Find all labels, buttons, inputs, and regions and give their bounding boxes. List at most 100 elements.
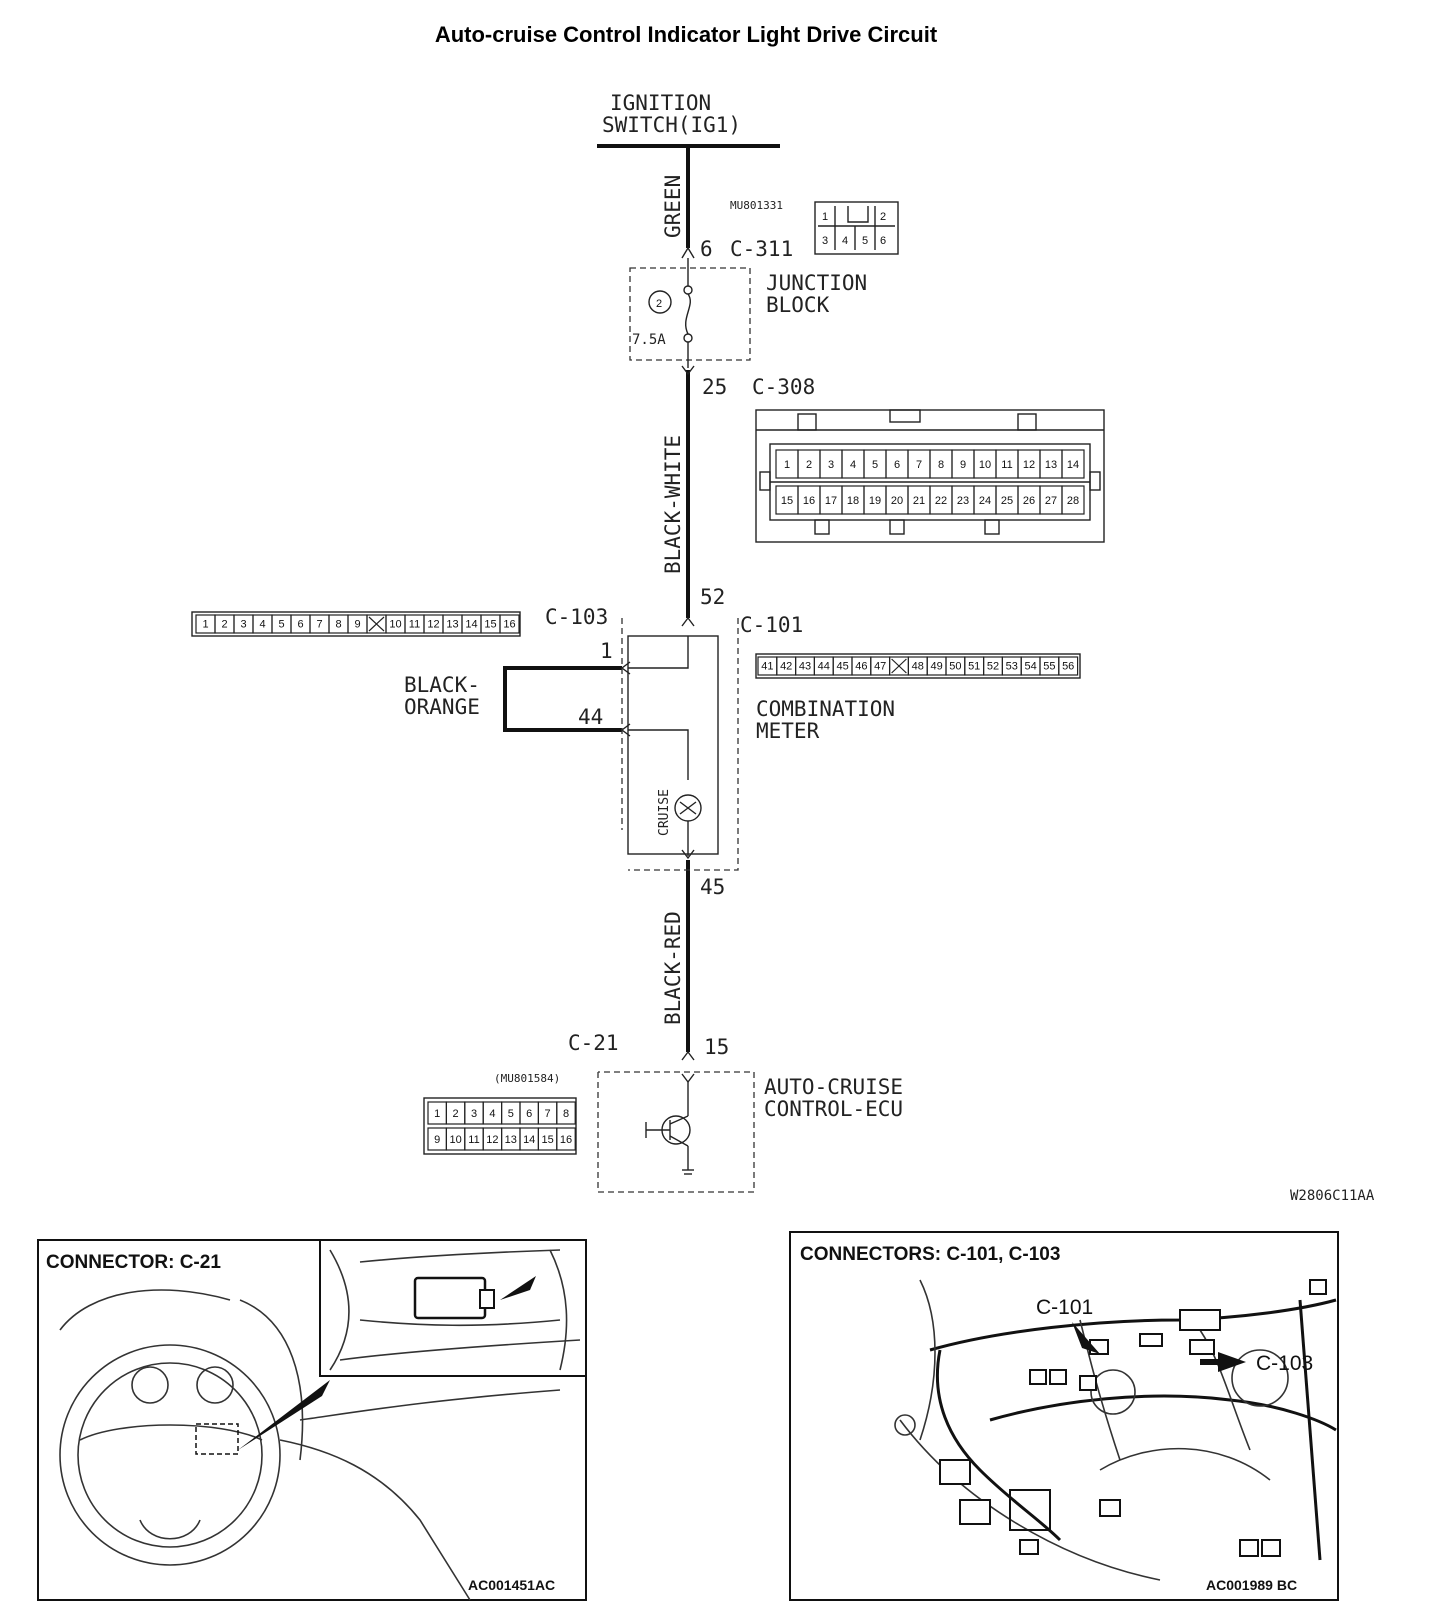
cruise-lamp-label: CRUISE xyxy=(657,789,672,836)
c21-pin-label: 5 xyxy=(508,1108,514,1120)
c308-pin-label: 25 xyxy=(1001,495,1013,507)
c21-pin-label: 1 xyxy=(434,1108,440,1120)
c308-pin-label: 1 xyxy=(784,459,790,471)
c101-pin-label: 41 xyxy=(761,661,773,673)
meter-label-2: METER xyxy=(756,719,820,743)
c101-pin-label: 47 xyxy=(874,661,886,673)
junction-block-label-1: JUNCTION xyxy=(766,271,867,295)
c21-pin-label: 11 xyxy=(468,1134,479,1146)
c103-pin-label: 13 xyxy=(446,619,458,631)
c21-pin-label: 2 xyxy=(453,1108,459,1120)
wire-label-black-red: BLACK-RED xyxy=(661,911,685,1025)
meter-label-1: COMBINATION xyxy=(756,697,895,721)
wire-label-green: GREEN xyxy=(661,175,685,238)
c101-pin-label: 42 xyxy=(780,661,792,673)
c21-pin-label: 13 xyxy=(505,1134,517,1146)
c308-pin-label: 3 xyxy=(828,459,834,471)
c21-pin-label: 9 xyxy=(434,1134,440,1146)
c308-pin-label: 2 xyxy=(806,459,812,471)
ignition-label-1: IGNITION xyxy=(610,91,711,115)
c311-face-pin: 5 xyxy=(862,235,868,247)
c308-pin-label: 19 xyxy=(869,495,881,507)
c308-pin-label: 5 xyxy=(872,459,878,471)
c21-pin: 15 xyxy=(704,1035,729,1059)
c21-pin-label: 8 xyxy=(563,1108,569,1120)
c103-pin-a: 1 xyxy=(600,639,613,663)
c103-pin-label: 5 xyxy=(278,619,284,631)
c308-pin-label: 13 xyxy=(1045,459,1057,471)
fuse-number-badge xyxy=(648,290,672,314)
c311-face-pin: 3 xyxy=(822,235,828,247)
panel-right-label-c103: C-103 xyxy=(1256,1352,1313,1375)
c308-pin-label: 14 xyxy=(1067,459,1079,471)
c308-pin-label: 15 xyxy=(781,495,793,507)
c311-face-pin: 1 xyxy=(822,211,828,223)
panel-right-code: AC001989 BC xyxy=(1206,1577,1297,1593)
c103-pin-label: 2 xyxy=(221,619,227,631)
c308-pin-label: 20 xyxy=(891,495,903,507)
c103-pin-label: 6 xyxy=(297,619,303,631)
c21-cell xyxy=(556,1101,576,1125)
c21-part: (MU801584) xyxy=(494,1072,560,1085)
c21-pin-label: 14 xyxy=(523,1134,535,1146)
c308-pin-label: 23 xyxy=(957,495,969,507)
panel-connector-c21: CONNECTOR: C-21 AC001451AC xyxy=(37,1239,587,1601)
ecu-label-1: AUTO-CRUISE xyxy=(764,1075,903,1099)
c101-pin-label: 53 xyxy=(1006,661,1018,673)
c308-cell xyxy=(1061,485,1085,515)
c103-pin-label: 3 xyxy=(240,619,246,631)
c21-pin-label: 6 xyxy=(526,1108,532,1120)
c311-name: C-311 xyxy=(730,237,793,261)
c311-pin: 6 xyxy=(700,237,713,261)
c103-pin-label: 14 xyxy=(465,619,477,631)
panel-right-label-c101: C-101 xyxy=(1036,1296,1093,1319)
c308-pin-label: 11 xyxy=(1001,459,1012,471)
c101-pin-label: 52 xyxy=(987,661,999,673)
c101-pin-label: 44 xyxy=(818,661,830,673)
c308-pin-label: 9 xyxy=(960,459,966,471)
c308-pin-label: 28 xyxy=(1067,495,1079,507)
c101-pin-label: 51 xyxy=(968,661,980,673)
c101-unused-pin xyxy=(891,658,907,674)
c103-pin-label: 12 xyxy=(427,619,439,631)
c21-pin-label: 10 xyxy=(449,1134,461,1146)
c103-unused-pin xyxy=(368,616,385,632)
c308-pin-label: 12 xyxy=(1023,459,1035,471)
c308-pin-label: 21 xyxy=(913,495,925,507)
wire-black-orange xyxy=(503,666,622,732)
c308-pin-label: 4 xyxy=(850,459,856,471)
panel-connectors-c101-c103: CONNECTORS: C-101, C-103 C-101 C-103 AC0… xyxy=(789,1231,1339,1601)
c101-cell xyxy=(1058,656,1079,676)
c308-pin-label: 24 xyxy=(979,495,991,507)
c308-pin-label: 22 xyxy=(935,495,947,507)
c21-pin-label: 4 xyxy=(489,1108,495,1120)
ignition-switch: IGNITION SWITCH(IG1) xyxy=(597,91,780,148)
c103-pin-label: 9 xyxy=(354,619,360,631)
diagram-title: Auto-cruise Control Indicator Light Driv… xyxy=(434,22,938,47)
c101-arrow-icon xyxy=(1072,1322,1100,1354)
ignition-label-2: SWITCH(IG1) xyxy=(602,113,741,137)
c308-pin-label: 26 xyxy=(1023,495,1035,507)
junction-block: 2 7.5A JUNCTION BLOCK xyxy=(629,258,867,376)
panel-left-heading: CONNECTOR: C-21 xyxy=(46,1252,221,1273)
junction-block-label-2: BLOCK xyxy=(766,293,830,317)
wire-label-black-white: BLACK-WHITE xyxy=(661,435,685,574)
c308-pin-label: 17 xyxy=(825,495,837,507)
c103-pin-label: 8 xyxy=(335,619,341,631)
c308-pin-label: 6 xyxy=(894,459,900,471)
c311-face-pin: 6 xyxy=(880,235,886,247)
c103-pin-label: 4 xyxy=(259,619,265,631)
c101-pin-label: 56 xyxy=(1062,661,1074,673)
c101-pin-label: 55 xyxy=(1043,661,1055,673)
c308-cell xyxy=(1061,449,1085,479)
c311-face-pin: 2 xyxy=(880,211,886,223)
fuse-rating: 7.5A xyxy=(632,332,666,348)
c103-pin-label: 1 xyxy=(202,619,208,631)
c311-face-pin: 4 xyxy=(842,235,848,247)
diagram-code: W2806C11AA xyxy=(1290,1188,1375,1204)
